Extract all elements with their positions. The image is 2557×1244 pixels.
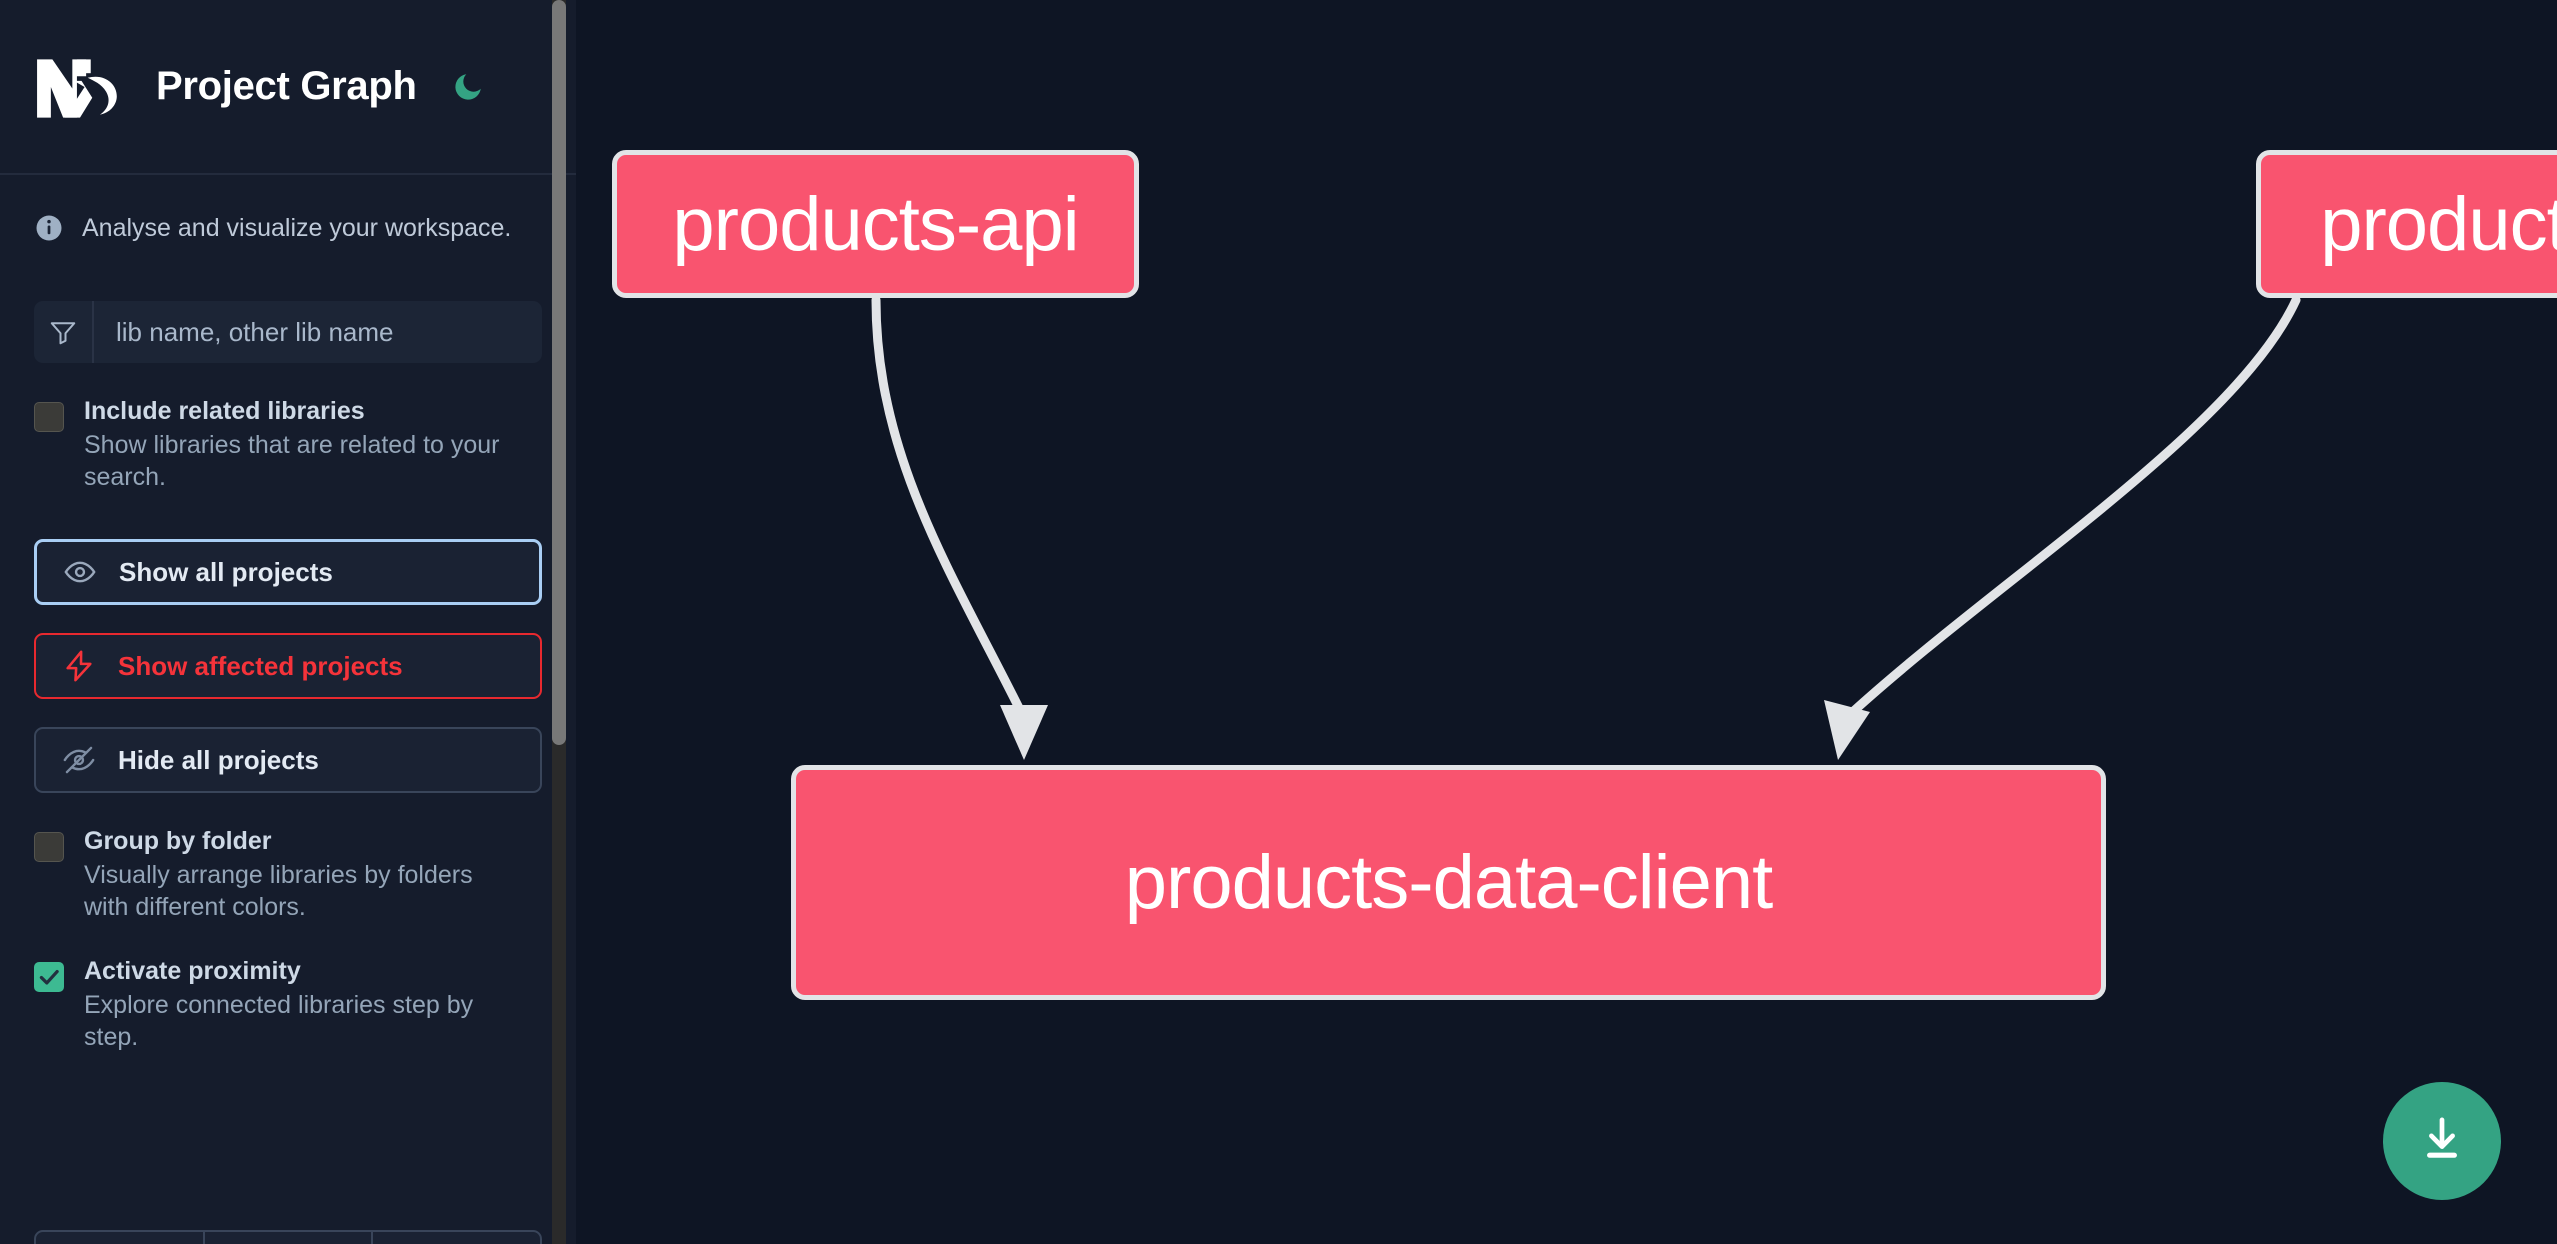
sidebar-scrollbar-thumb[interactable] — [552, 0, 566, 745]
moon-icon[interactable] — [447, 66, 489, 108]
include-related-libraries-checkbox[interactable] — [34, 402, 64, 432]
page-title: Project Graph — [156, 64, 417, 108]
graph-canvas[interactable]: products-api products-cli products-data-… — [576, 0, 2557, 1244]
include-related-libraries-label: Include related libraries — [84, 397, 365, 425]
sidebar-body: Analyse and visualize your workspace. In… — [0, 213, 576, 1053]
group-by-folder-label: Group by folder — [84, 827, 272, 855]
bottom-segmented-control[interactable] — [34, 1230, 542, 1244]
option-activate-proximity[interactable]: Activate proximity Explore connected lib… — [34, 957, 542, 1053]
show-all-projects-label: Show all projects — [119, 556, 333, 587]
project-visibility-buttons: Show all projects Show affected projects — [34, 539, 542, 793]
segment-1[interactable] — [36, 1232, 205, 1244]
graph-node-products-cli[interactable]: products-cli — [2256, 150, 2557, 298]
activate-proximity-checkbox[interactable] — [34, 962, 64, 992]
graph-node-label: products-data-client — [1124, 840, 1773, 925]
sidebar-header: Project Graph — [0, 0, 576, 175]
graph-edges-layer — [871, 295, 2301, 760]
filter-icon — [34, 301, 94, 363]
search-input[interactable] — [94, 301, 542, 363]
nx-logo-icon — [34, 56, 126, 118]
group-by-folder-description: Visually arrange libraries by folders wi… — [84, 861, 473, 921]
segment-3[interactable] — [373, 1232, 540, 1244]
hide-all-projects-label: Hide all projects — [118, 744, 319, 775]
tagline-text: Analyse and visualize your workspace. — [82, 213, 512, 242]
edge-products-cli-to-products-data-client — [1824, 295, 2301, 760]
sidebar: Project Graph Analyse and visualize your… — [0, 0, 576, 1244]
info-icon — [34, 213, 64, 243]
eye-icon — [63, 555, 97, 589]
show-affected-projects-button[interactable]: Show affected projects — [34, 633, 542, 699]
workspace-tagline: Analyse and visualize your workspace. — [34, 213, 542, 243]
download-graph-button[interactable] — [2383, 1082, 2501, 1200]
eye-off-icon — [62, 743, 96, 777]
activate-proximity-description: Explore connected libraries step by step… — [84, 991, 474, 1051]
lightning-icon — [62, 649, 96, 683]
include-related-libraries-description: Show libraries that are related to your … — [84, 431, 500, 491]
graph-node-label: products-api — [672, 181, 1079, 267]
group-by-folder-checkbox[interactable] — [34, 832, 64, 862]
show-all-projects-button[interactable]: Show all projects — [34, 539, 542, 605]
download-icon — [2415, 1112, 2469, 1171]
graph-node-products-data-client[interactable]: products-data-client — [791, 765, 2106, 1000]
hide-all-projects-button[interactable]: Hide all projects — [34, 727, 542, 793]
graph-node-products-api[interactable]: products-api — [612, 150, 1139, 298]
graph-node-label: products-cli — [2320, 181, 2557, 267]
edge-products-api-to-products-data-client — [871, 295, 1048, 760]
option-group-by-folder[interactable]: Group by folder Visually arrange librari… — [34, 827, 542, 923]
option-include-related-libraries[interactable]: Include related libraries Show libraries… — [34, 397, 542, 493]
search-field-wrapper[interactable] — [34, 301, 542, 363]
activate-proximity-label: Activate proximity — [84, 957, 301, 985]
show-affected-projects-label: Show affected projects — [118, 650, 403, 681]
segment-2[interactable] — [205, 1232, 374, 1244]
